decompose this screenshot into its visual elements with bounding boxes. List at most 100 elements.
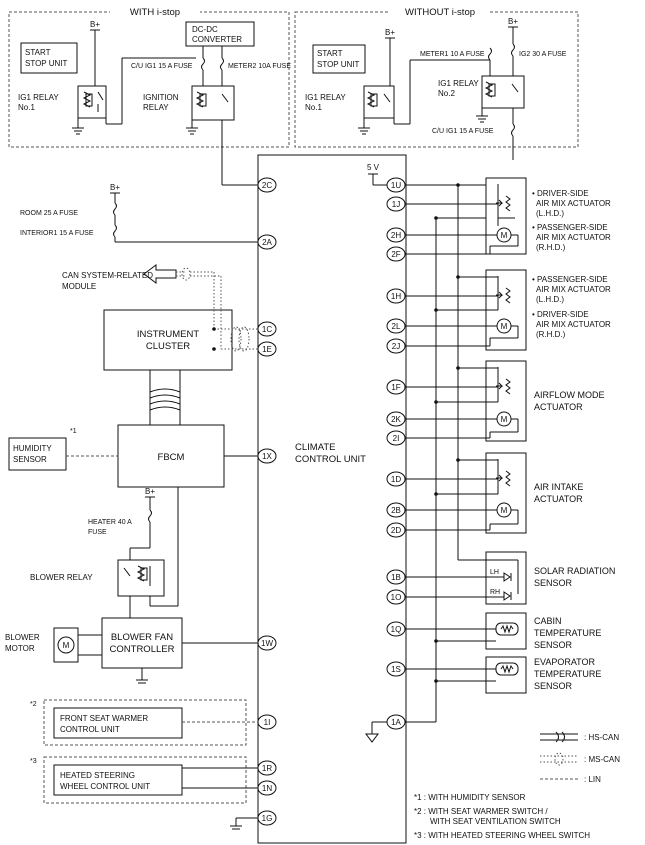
svg-text:M: M <box>501 506 508 515</box>
sensor-label: TEMPERATURE <box>534 628 601 638</box>
note-1: *1 : WITH HUMIDITY SENSOR <box>414 793 526 802</box>
ignition-relay-label: RELAY <box>143 103 169 112</box>
pin-2c: 2C <box>262 181 272 190</box>
bplus-label: B+ <box>385 28 395 37</box>
pin-2l: 2L <box>392 322 401 331</box>
hs-can-legend-icon <box>555 731 565 743</box>
ig1-relay2-label: No.2 <box>438 89 455 98</box>
ms-can-twist-icon <box>181 267 191 281</box>
pin-1u: 1U <box>391 181 401 190</box>
humidity-note: *1 <box>70 428 77 435</box>
legend-lin: : LIN <box>584 775 601 784</box>
relay-coil-icon <box>85 93 93 107</box>
actuator-label: AIR MIX ACTUATOR <box>536 233 611 242</box>
blower-motor-label: BLOWER <box>5 633 40 642</box>
ccu-left-pins: 2C 2A 1C 1E 1X 1W 1I 1R 1N 1G <box>257 177 277 826</box>
climate-control-unit <box>257 154 407 844</box>
dcdc-converter <box>185 21 255 47</box>
pin-1w: 1W <box>261 639 273 648</box>
heater-fuse-label: HEATER 40 A <box>88 519 132 526</box>
blower-fan-controller <box>101 617 183 669</box>
seat-warmer-label: FRONT SEAT WARMER <box>60 714 148 723</box>
instrument-cluster-label: INSTRUMENT <box>137 329 199 340</box>
actuator-label: AIR INTAKE <box>534 482 583 492</box>
humidity-sensor-label: SENSOR <box>13 455 47 464</box>
note-2b: WITH SEAT VENTILATION SWITCH <box>430 817 561 826</box>
ms-can-legend-icon <box>554 752 564 766</box>
driver-air-mix-actuator <box>485 177 527 255</box>
legend: : HS-CAN : MS-CAN : LIN <box>540 731 620 784</box>
pin-1n: 1N <box>262 784 272 793</box>
svg-text:M: M <box>63 641 70 650</box>
pin-2k: 2K <box>391 415 401 424</box>
actuator-label: • PASSENGER-SIDE <box>532 275 608 284</box>
meter1-fuse-label: METER1 10 A FUSE <box>420 51 485 58</box>
actuator-label: • DRIVER-SIDE <box>532 189 589 198</box>
relay-coil-icon <box>370 93 378 107</box>
fuse-icon <box>113 224 117 238</box>
blower-relay-label: BLOWER RELAY <box>30 573 93 582</box>
air-intake-actuator <box>485 452 527 534</box>
can-module-arrow-icon <box>143 264 177 284</box>
cu-ig1-fuse-label: C/U IG1 15 A FUSE <box>131 63 193 70</box>
svg-text:M: M <box>501 415 508 424</box>
pin-1r: 1R <box>262 764 272 773</box>
ig2-fuse-label: IG2 30 A FUSE <box>519 51 567 58</box>
actuator-label: • DRIVER-SIDE <box>532 310 589 319</box>
pin-1q: 1Q <box>391 625 402 634</box>
legend-ms-can: : MS-CAN <box>584 755 620 764</box>
ig1-relay-no1-right <box>363 85 395 119</box>
front-seat-warmer-control-unit <box>53 707 183 739</box>
pin-1o: 1O <box>391 593 402 602</box>
without-istop-frame <box>294 11 579 148</box>
photodiode-icon <box>503 591 511 601</box>
blower-fan-controller-label: BLOWER FAN <box>111 632 173 643</box>
fuse-icon <box>488 47 492 61</box>
steering-frame <box>43 756 247 804</box>
bplus-label: B+ <box>508 17 518 26</box>
sensor-label: TEMPERATURE <box>534 669 601 679</box>
pin-2i: 2I <box>393 434 400 443</box>
pin-1j: 1J <box>392 200 400 209</box>
ccu-label: CONTROL UNIT <box>295 454 366 465</box>
fuse-icon <box>511 123 515 137</box>
interior-fuse-label: INTERIOR1 15 A FUSE <box>20 230 94 237</box>
pin-2f: 2F <box>391 250 400 259</box>
pin-2d: 2D <box>391 526 401 535</box>
pin-1c: 1C <box>262 325 272 334</box>
potentiometer-icon <box>505 470 511 487</box>
pin-2j: 2J <box>392 342 400 351</box>
fbcm-label: FBCM <box>158 452 185 463</box>
pin-1x: 1X <box>262 452 272 461</box>
potentiometer-icon <box>505 287 511 304</box>
fuse-icon <box>148 509 152 523</box>
fuse-icon <box>113 202 117 216</box>
solar-rh-label: RH <box>490 589 500 596</box>
start-stop-unit-label: STOP UNIT <box>317 60 359 69</box>
actuator-label: AIR MIX ACTUATOR <box>536 285 611 294</box>
potentiometer-icon <box>505 195 511 212</box>
seat-warmer-label: CONTROL UNIT <box>60 725 120 734</box>
heater-fuse-label: FUSE <box>88 529 107 536</box>
steering-label: HEATED STEERING <box>60 771 135 780</box>
bplus-label: B+ <box>145 487 155 496</box>
pin-2b: 2B <box>391 506 401 515</box>
can-module-label: CAN SYSTEM-RELATED <box>62 271 153 280</box>
pin-2h: 2H <box>391 231 401 240</box>
blower-fan-controller-label: CONTROLLER <box>110 644 175 655</box>
relay-coil-icon <box>199 93 207 107</box>
legend-hs-can: : HS-CAN <box>584 733 619 742</box>
actuator-label: ACTUATOR <box>534 402 583 412</box>
start-stop-unit-label: START <box>25 48 51 57</box>
fuse-icon <box>201 57 205 71</box>
ig1-relay-label: IG1 RELAY <box>18 93 59 102</box>
blower-motor-label: MOTOR <box>5 644 35 653</box>
pin-1d: 1D <box>391 475 401 484</box>
heated-steering-wheel-control-unit <box>53 764 183 796</box>
sensor-label: SENSOR <box>534 681 573 691</box>
bplus-label: B+ <box>90 20 100 29</box>
note-2: *2 : WITH SEAT WARMER SWITCH / <box>414 807 548 816</box>
actuator-label: AIRFLOW MODE <box>534 390 605 400</box>
dcdc-label: DC-DC <box>192 25 218 34</box>
